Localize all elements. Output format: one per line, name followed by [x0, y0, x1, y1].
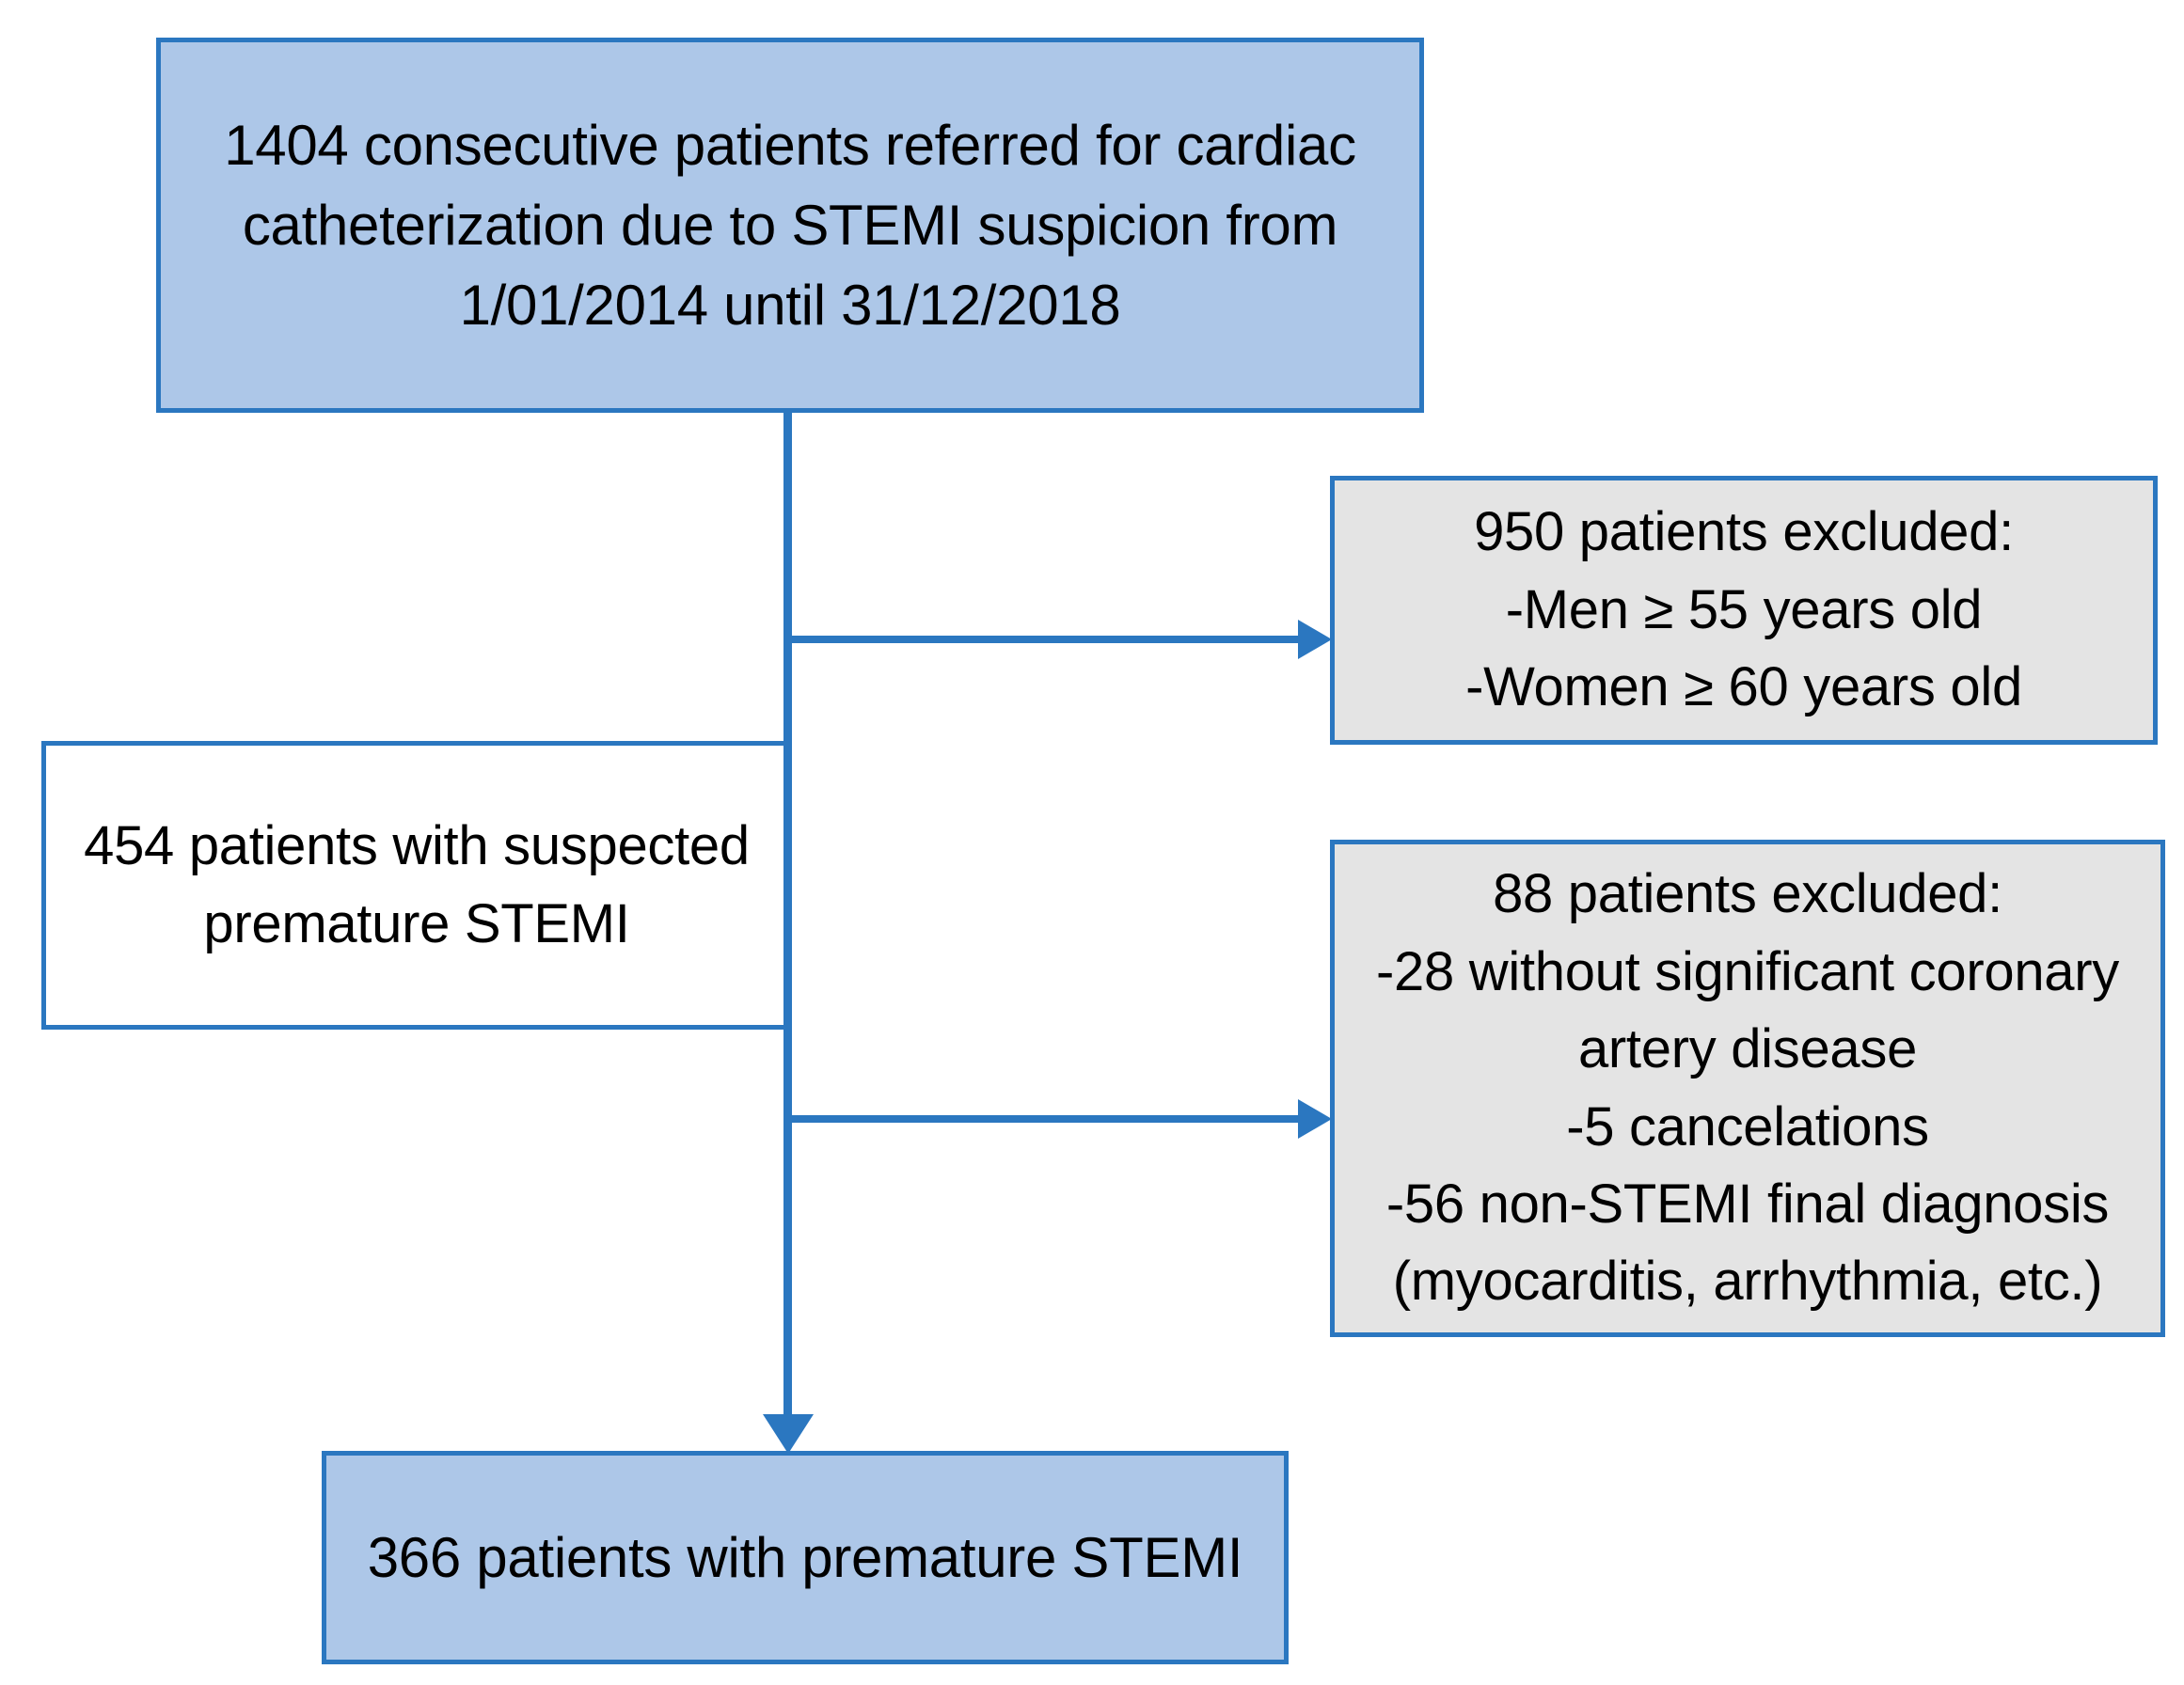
node-excluded-diagnostic-text: 88 patients excluded: -28 without signif… [1376, 863, 2119, 1313]
node-final-cohort: 366 patients with premature STEMI [322, 1451, 1289, 1664]
connector-trunk-vertical [783, 410, 792, 1418]
node-excluded-age: 950 patients excluded: -Men ≥ 55 years o… [1330, 476, 2158, 745]
node-source-population: 1404 consecutive patients referred for c… [156, 38, 1424, 413]
node-excluded-age-text: 950 patients excluded: -Men ≥ 55 years o… [1465, 501, 2022, 718]
node-suspected-cohort-text: 454 patients with suspected premature ST… [84, 815, 750, 954]
connector-exclusion-branch-2 [788, 1115, 1302, 1123]
node-final-cohort-text: 366 patients with premature STEMI [367, 1525, 1243, 1589]
node-suspected-cohort: 454 patients with suspected premature ST… [41, 741, 792, 1030]
arrowhead-right-icon-2 [1298, 1099, 1332, 1139]
connector-exclusion-branch-1 [788, 636, 1302, 643]
node-excluded-diagnostic: 88 patients excluded: -28 without signif… [1330, 840, 2165, 1337]
node-source-population-text: 1404 consecutive patients referred for c… [224, 113, 1356, 338]
arrowhead-down-icon [763, 1414, 814, 1454]
arrowhead-right-icon-1 [1298, 620, 1332, 659]
